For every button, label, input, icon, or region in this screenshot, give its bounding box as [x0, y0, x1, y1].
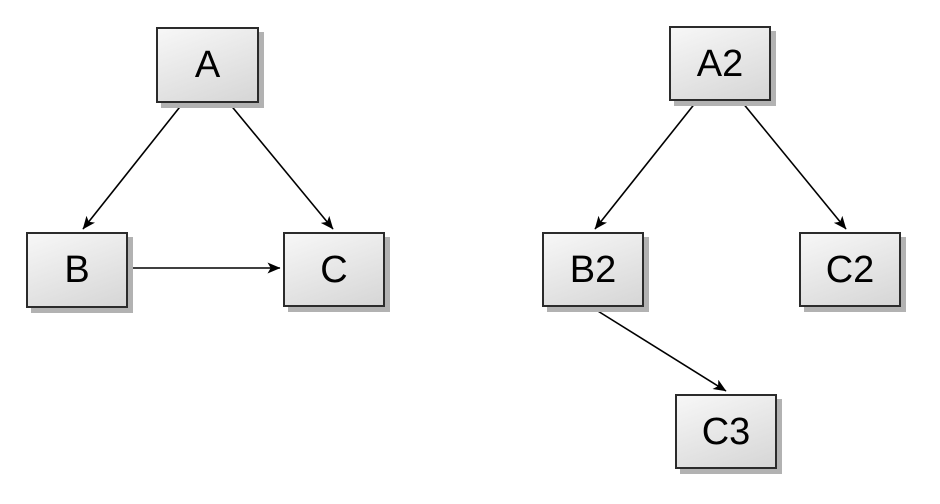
node-label-c3: C3: [701, 410, 751, 453]
node-c[interactable]: C: [283, 232, 385, 307]
node-label-b: B: [64, 249, 90, 291]
node-label-a2: A2: [696, 42, 744, 85]
node-label-c: C: [320, 248, 348, 291]
node-c3[interactable]: C3: [675, 394, 777, 469]
node-c2[interactable]: C2: [799, 232, 901, 307]
node-b[interactable]: B: [26, 232, 128, 308]
node-label-a: A: [194, 44, 221, 86]
node-a2[interactable]: A2: [669, 26, 771, 101]
node-label-b2: B2: [569, 248, 617, 291]
node-b2[interactable]: B2: [542, 232, 644, 307]
node-label-c2: C2: [825, 248, 875, 291]
node-a[interactable]: A: [156, 27, 259, 103]
